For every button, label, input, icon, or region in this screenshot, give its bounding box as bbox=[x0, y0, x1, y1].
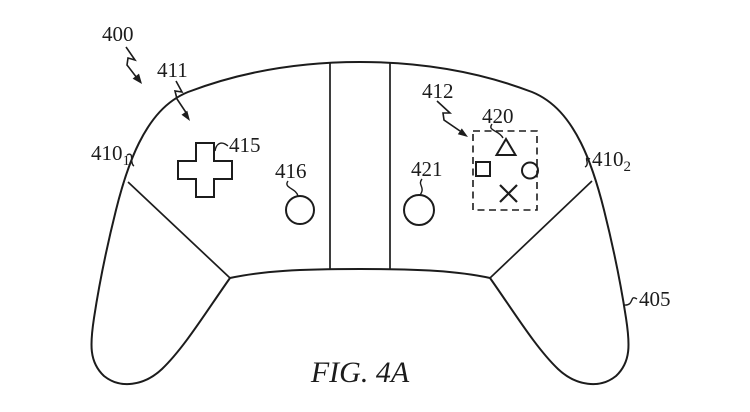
right-grip-seam-line bbox=[489, 180, 593, 279]
arrow-400 bbox=[125, 46, 142, 84]
figure-caption: FIG. 4A bbox=[310, 356, 410, 389]
ref-label-416: 416 bbox=[275, 159, 307, 183]
button-421-circle bbox=[403, 194, 435, 226]
leader-410-2 bbox=[584, 157, 591, 168]
left-grip-seam-line bbox=[127, 181, 231, 279]
controller-body-outline bbox=[90, 60, 630, 386]
leader-415 bbox=[214, 142, 229, 152]
ref-label-420: 420 bbox=[482, 104, 514, 128]
button-416-circle bbox=[285, 195, 315, 225]
ref-label-411: 411 bbox=[157, 58, 188, 82]
ref-label-400: 400 bbox=[102, 22, 134, 46]
dpad-icon bbox=[177, 142, 233, 198]
square-button-icon bbox=[475, 161, 491, 177]
leader-420 bbox=[490, 123, 504, 139]
ref-label-410-2: 4102 bbox=[592, 147, 631, 175]
leader-416 bbox=[286, 180, 299, 197]
arrow-411 bbox=[173, 80, 190, 121]
leader-421 bbox=[419, 178, 423, 196]
circle-button-icon bbox=[521, 161, 539, 180]
triangle-button-icon bbox=[494, 137, 518, 156]
leader-410-1 bbox=[126, 153, 135, 167]
ref-label-405: 405 bbox=[639, 287, 671, 311]
leader-405 bbox=[623, 297, 638, 306]
ref-label-421: 421 bbox=[411, 157, 443, 181]
ref-label-415: 415 bbox=[229, 133, 261, 157]
x-button-icon bbox=[499, 184, 518, 203]
arrow-412 bbox=[436, 100, 468, 137]
ref-label-410-1: 4101 bbox=[91, 141, 130, 169]
ref-label-412: 412 bbox=[422, 79, 454, 103]
